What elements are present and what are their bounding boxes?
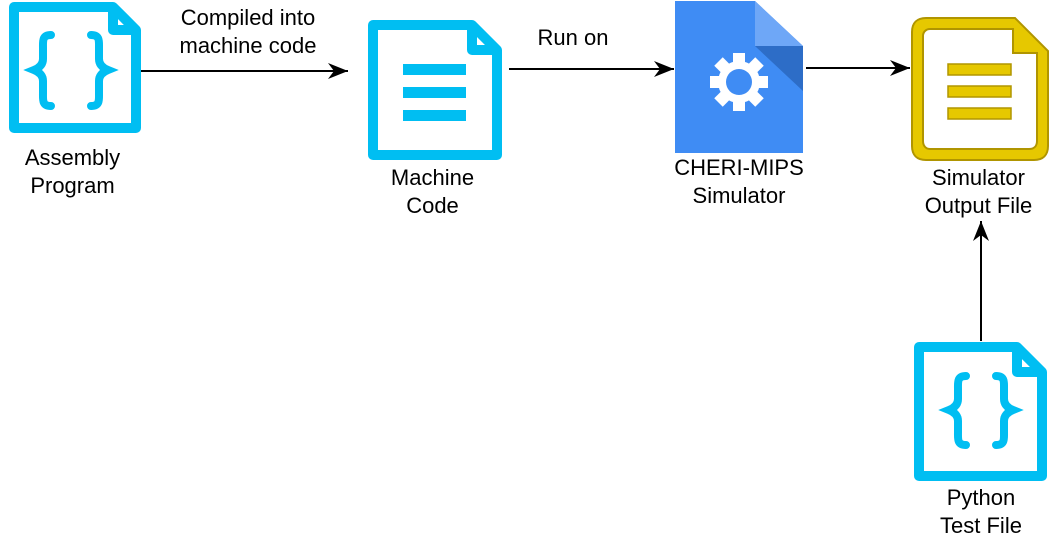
assembly-program-label-line: Assembly (24, 145, 121, 170)
python-test-file-label-line: Test File (940, 513, 1022, 538)
run-on-edge-label-line: Run on (537, 25, 609, 50)
python-test-file-label: Python Test File (910, 484, 1052, 540)
assembly-program-label-line: Program (30, 173, 115, 198)
compile-edge-label-line: Compiled into (180, 5, 316, 30)
simulator-output-file-label: Simulator Output File (905, 164, 1052, 220)
cheri-mips-simulator-label-line: CHERI-MIPS (674, 155, 804, 180)
machine-code-label-line: Machine (390, 165, 475, 190)
cheri-mips-simulator-label-line: Simulator (692, 183, 786, 208)
simulator-output-file-label-line: Simulator (932, 165, 1025, 190)
machine-text-file-icon (368, 20, 502, 160)
compile-edge-label: Compiled into machine code (158, 4, 338, 60)
python-code-file-icon (914, 342, 1047, 481)
compile-edge-label-line: machine code (179, 33, 317, 58)
simulator-settings-file-icon (675, 1, 803, 153)
python-test-file-label-line: Python (946, 485, 1016, 510)
assembly-program-label: Assembly Program (0, 144, 145, 200)
machine-code-label: Machine Code (360, 164, 505, 220)
cheri-mips-simulator-label: CHERI-MIPS Simulator (654, 154, 824, 210)
run-on-edge-label: Run on (518, 24, 628, 52)
assembly-code-file-icon (9, 2, 141, 133)
machine-code-label-line: Code (406, 193, 459, 218)
simulator-output-file-label-line: Output File (924, 193, 1033, 218)
output-text-file-icon (911, 17, 1049, 161)
